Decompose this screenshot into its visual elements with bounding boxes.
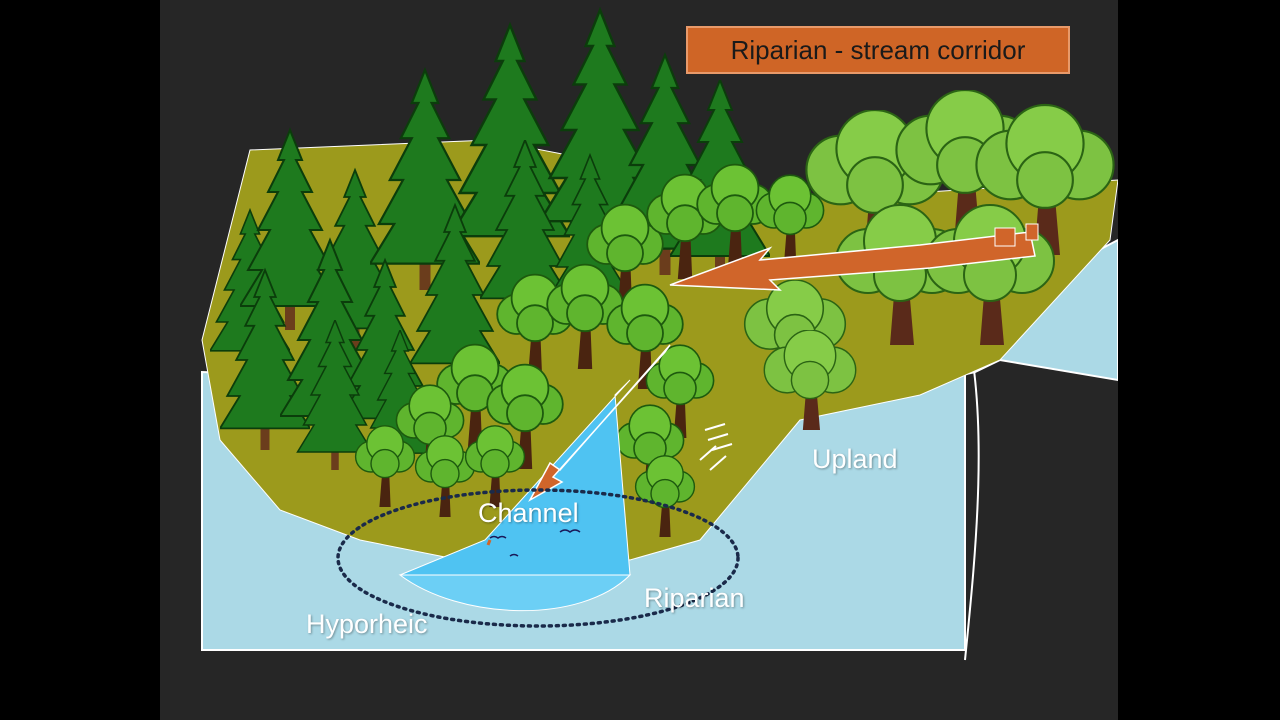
slide-title: Riparian - stream corridor (686, 26, 1070, 74)
upland-label: Upland (812, 444, 898, 474)
riparian-diagram (201, 8, 1118, 661)
hyporheic-label: Hyporheic (306, 609, 428, 639)
hyporheic-pool (398, 574, 632, 612)
riparian-label: Riparian (644, 583, 745, 613)
hyporheic-zone-outline (336, 488, 740, 628)
flow-arrow-icon (486, 223, 1039, 546)
slide: Riparian - stream corridor Upland Channe… (160, 0, 1118, 720)
bird-icon (489, 529, 581, 557)
bank-marks (699, 423, 733, 471)
channel-label: Channel (478, 498, 579, 528)
